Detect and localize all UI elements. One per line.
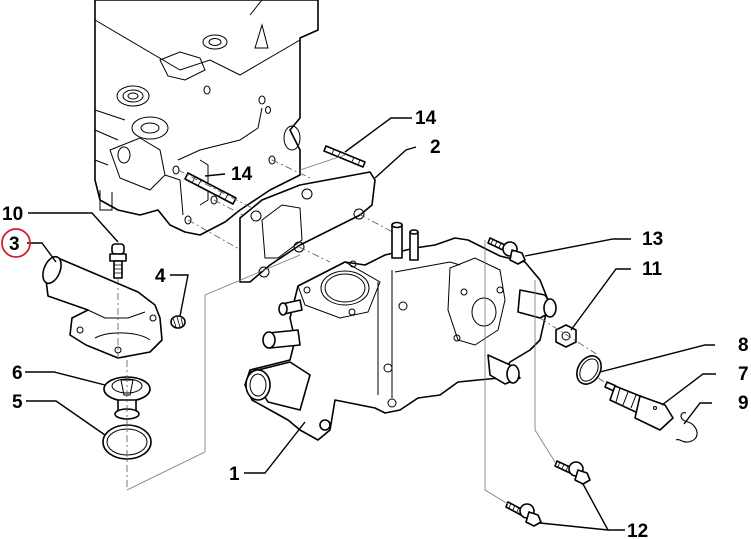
callout-3-highlight-circle [1, 228, 31, 258]
callout-13[interactable]: 13 [642, 229, 663, 250]
water-outlet-elbow [42, 255, 163, 359]
flange-bolt [109, 243, 127, 279]
callout-4[interactable]: 4 [155, 266, 166, 287]
callout-3[interactable]: 3 [9, 234, 20, 255]
callout-12[interactable]: 12 [627, 521, 648, 539]
sensor-o-ring [576, 355, 602, 385]
callout-9[interactable]: 9 [738, 393, 749, 414]
flange-nut [555, 324, 577, 348]
callout-labels: 10 3 4 6 5 1 14 14 2 13 11 8 7 9 12 [1, 108, 749, 539]
stud-lower [184, 172, 237, 205]
callout-14-upper[interactable]: 14 [415, 108, 437, 129]
housing-gasket [239, 171, 376, 283]
temperature-sensor [604, 381, 674, 431]
callout-2[interactable]: 2 [430, 137, 441, 158]
callout-14-lower[interactable]: 14 [231, 164, 253, 185]
thermostat [103, 376, 151, 420]
engine-block [94, 0, 319, 236]
callout-5[interactable]: 5 [12, 392, 23, 413]
callout-8[interactable]: 8 [738, 335, 749, 356]
thermostat-housing [244, 221, 557, 441]
housing-bolt-upper [554, 460, 591, 485]
callout-6[interactable]: 6 [12, 363, 23, 384]
retaining-clip [675, 412, 698, 443]
stud-upper [323, 145, 366, 168]
housing-bolt-lower [505, 501, 542, 527]
callout-1[interactable]: 1 [229, 464, 240, 485]
callout-7[interactable]: 7 [738, 364, 749, 385]
callout-11[interactable]: 11 [642, 259, 663, 280]
callout-10[interactable]: 10 [2, 204, 23, 225]
leader-lines [25, 117, 716, 531]
plug-nut [170, 315, 186, 329]
upper-housing-bolt [487, 237, 526, 265]
